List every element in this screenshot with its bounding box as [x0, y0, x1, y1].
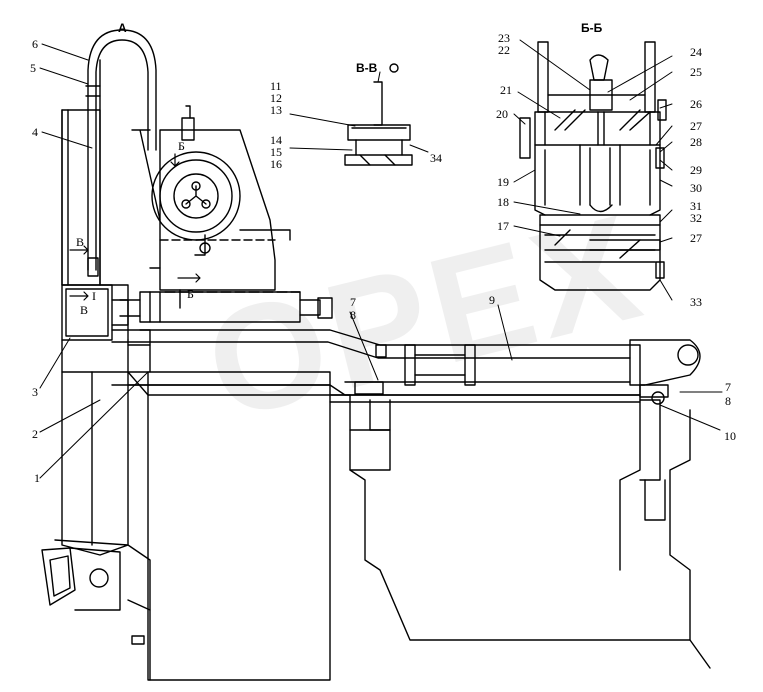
lower-housing: [127, 329, 711, 681]
part-number-9: 9: [489, 293, 495, 307]
part-number-24: 24: [690, 45, 702, 59]
part-number-17: 17: [497, 219, 509, 233]
hydraulic-cylinder: [119, 291, 333, 323]
part-number-32: 32: [690, 211, 702, 225]
part-number-33: 33: [690, 295, 702, 309]
part-number-10: 10: [724, 429, 736, 443]
part-number-27-lower: 27: [690, 231, 702, 245]
part-number-1: 1: [34, 471, 40, 485]
part-number-6: 6: [32, 37, 38, 51]
hose-loop: [85, 29, 161, 277]
part-number-22: 22: [498, 43, 510, 57]
part-number-7-right: 7: [725, 380, 731, 394]
part-number-8-right: 8: [725, 394, 731, 408]
part-number-19: 19: [497, 175, 509, 189]
part-number-18: 18: [497, 195, 509, 209]
cut-arrows: [69, 153, 201, 301]
part-number-29: 29: [690, 163, 702, 177]
cut-mark-b-upper: Б: [178, 139, 185, 153]
view-a-title: А: [118, 21, 127, 35]
section-bb-title: Б-Б: [581, 21, 603, 35]
part-number-14: 14: [270, 133, 282, 147]
part-number-21: 21: [500, 83, 512, 97]
part-number-31: 31: [690, 199, 702, 213]
cut-mark-b-lower: Б: [187, 287, 194, 301]
part-number-2: 2: [32, 427, 38, 441]
left-column: [41, 59, 151, 681]
leader-lines: [39, 39, 723, 479]
cut-mark-roman-one: I: [92, 289, 96, 303]
part-number-28: 28: [690, 135, 702, 149]
part-number-3: 3: [32, 385, 38, 399]
part-number-27-upper: 27: [690, 119, 702, 133]
part-number-11: 11: [270, 79, 282, 93]
part-number-7-left: 7: [350, 295, 356, 309]
part-number-26: 26: [690, 97, 702, 111]
part-number-15: 15: [270, 145, 282, 159]
part-number-30: 30: [690, 181, 702, 195]
inspection-box: [61, 284, 129, 341]
part-number-16: 16: [270, 157, 282, 171]
section-vv-title: В-В: [356, 61, 378, 75]
part-number-25: 25: [690, 65, 702, 79]
drum-bracket: [149, 105, 291, 309]
section-bb: [519, 41, 667, 291]
part-number-4: 4: [32, 125, 38, 139]
cut-mark-v-upper: В: [76, 235, 85, 249]
part-number-23: 23: [498, 31, 510, 45]
part-number-13: 13: [270, 103, 282, 117]
section-vv: [344, 63, 413, 166]
part-number-8-left: 8: [350, 308, 356, 322]
part-number-5: 5: [30, 61, 36, 75]
part-number-34: 34: [430, 151, 442, 165]
part-number-20: 20: [496, 107, 508, 121]
part-number-12: 12: [270, 91, 282, 105]
boom-beam: [111, 329, 701, 396]
cut-mark-v-lower: В: [80, 303, 89, 317]
